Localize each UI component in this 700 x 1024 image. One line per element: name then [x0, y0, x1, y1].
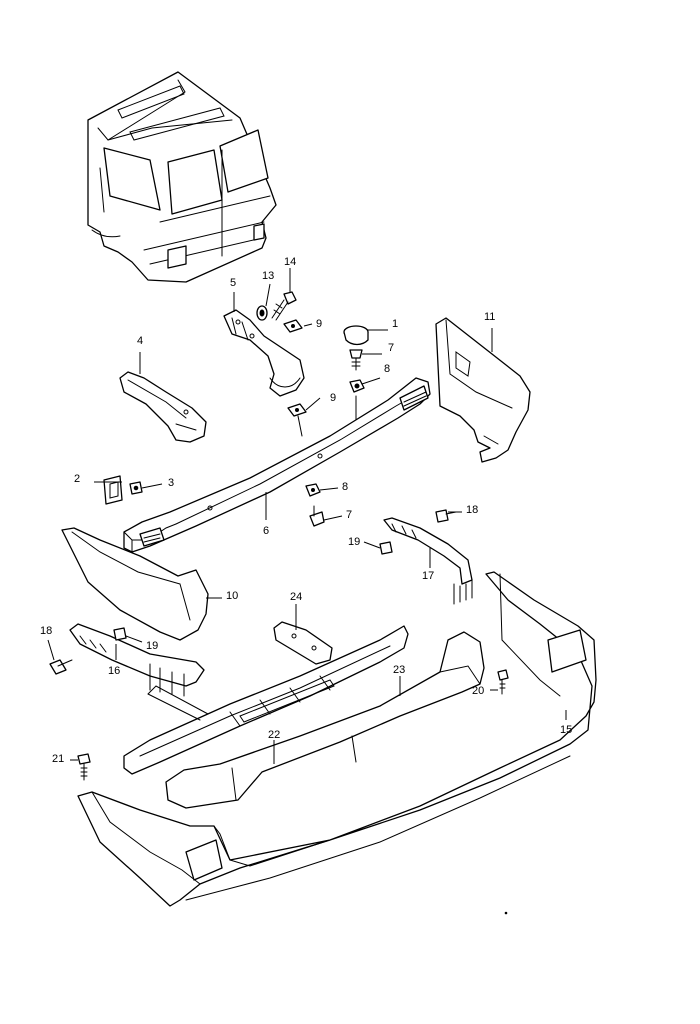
part-19-nut-right	[379, 541, 393, 555]
part-7-stud-middle	[309, 505, 325, 527]
part-19-nut-left	[113, 627, 127, 641]
van-rear-illustration	[87, 71, 277, 283]
callout-17: 17	[422, 570, 434, 582]
callout-9-upper: 9	[316, 318, 322, 330]
part-8-nut-upper	[349, 379, 365, 421]
callout-15: 15	[560, 724, 572, 736]
callout-22: 22	[268, 729, 280, 741]
part-21-bolt	[77, 753, 91, 781]
callout-13: 13	[262, 270, 274, 282]
callout-18-right: 18	[466, 504, 478, 516]
stray-dot	[504, 911, 508, 915]
part-1-cap	[343, 325, 369, 346]
part-6-bumper-beam	[123, 377, 431, 553]
callout-8-upper: 8	[384, 363, 390, 375]
part-5-bracket	[223, 309, 305, 397]
part-9-clip-lower	[287, 403, 307, 437]
callout-3: 3	[168, 477, 174, 489]
callout-7-middle: 7	[346, 509, 352, 521]
part-4-support	[119, 371, 207, 443]
callout-10: 10	[226, 590, 238, 602]
part-23-upper-cover	[165, 631, 485, 809]
part-20-bolt	[497, 669, 509, 695]
callout-7-upper: 7	[388, 342, 394, 354]
callout-labels: 1 2 3 4 5 6 7 7 8 8 9 9 10 11 13 14 15 1…	[40, 256, 572, 765]
callout-5: 5	[230, 277, 236, 289]
part-8-nut-middle	[305, 483, 321, 497]
part-17-right-guide	[383, 517, 473, 605]
callout-21: 21	[52, 753, 64, 765]
callout-19-right: 19	[348, 536, 360, 548]
part-16-left-guide	[69, 623, 205, 697]
callout-20: 20	[472, 685, 484, 697]
callout-2: 2	[74, 473, 80, 485]
part-10-left-end-cap	[61, 527, 209, 641]
part-11-right-end-cap	[435, 317, 531, 463]
callout-11: 11	[484, 311, 495, 323]
callout-8-middle: 8	[342, 481, 348, 493]
callout-19-left: 19	[146, 640, 158, 652]
callout-23: 23	[393, 664, 405, 676]
callout-9-lower: 9	[330, 392, 336, 404]
part-22-step-plate	[123, 625, 409, 775]
part-3-nut	[129, 481, 143, 495]
callout-6: 6	[263, 525, 269, 537]
part-14-bolt	[271, 291, 297, 321]
callout-18-left: 18	[40, 625, 52, 637]
part-24-mount-bracket	[273, 621, 333, 665]
leader-lines	[47, 268, 567, 764]
part-18-screw-left	[49, 659, 73, 675]
callout-14: 14	[284, 256, 296, 268]
part-9-clip-upper	[283, 319, 303, 333]
callout-1: 1	[392, 318, 398, 330]
part-13-washer	[256, 305, 268, 321]
part-18-screw-right	[435, 509, 457, 523]
part-2-clip	[103, 475, 123, 505]
part-15-bumper-cover	[77, 571, 597, 907]
callout-24: 24	[290, 591, 302, 603]
part-7-stud-upper	[349, 349, 363, 371]
callout-16: 16	[108, 665, 120, 677]
callout-4: 4	[137, 335, 143, 347]
